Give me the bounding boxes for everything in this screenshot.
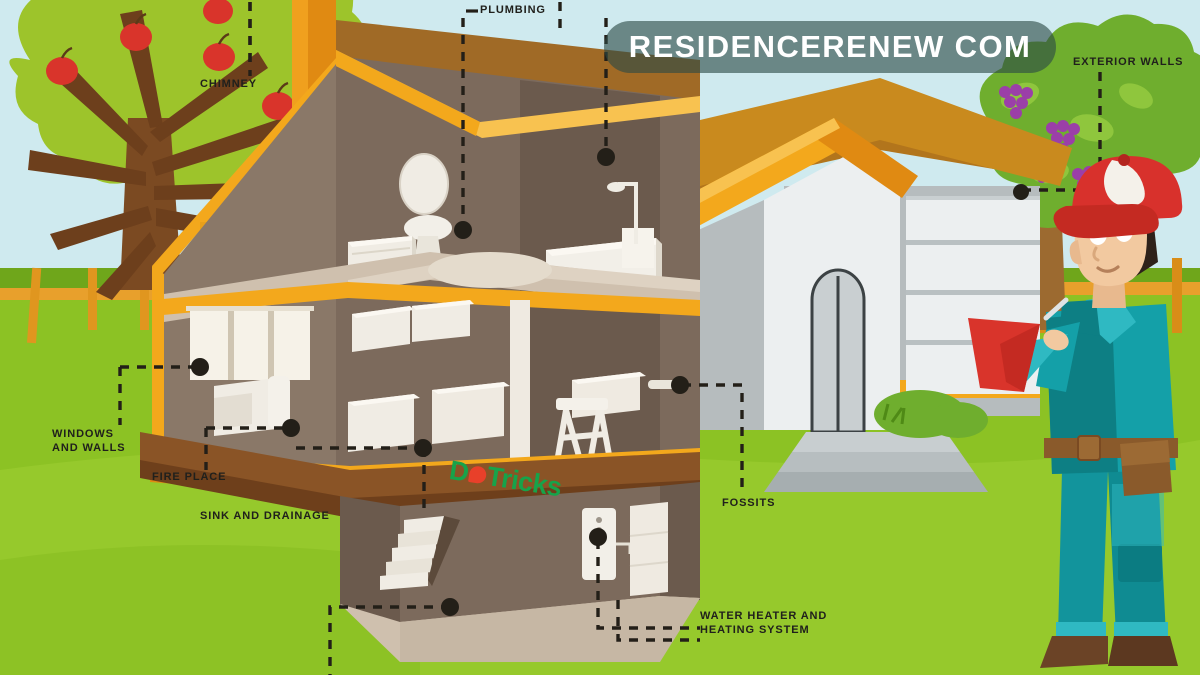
kitchen-counter [348, 382, 510, 452]
label-sink-and-drainage: SINK AND DRAINAGE [200, 510, 330, 522]
leader-floor [328, 605, 450, 675]
dot-plumbing [597, 148, 615, 166]
inspector-leg-left [1058, 470, 1108, 636]
fence-left [0, 267, 175, 344]
stool [553, 405, 613, 469]
room-basement [340, 482, 700, 662]
dot-fossits [671, 376, 689, 394]
label-exterior-walls: EXTERIOR WALLS [1073, 56, 1184, 68]
living-room-window [186, 306, 314, 380]
dot-heater [589, 528, 607, 546]
dot-sink [414, 439, 432, 457]
sofa [214, 376, 290, 436]
mouth [1096, 265, 1120, 273]
watermark-badge: RESIDENCERENEW COM [604, 21, 1056, 73]
label-water-heater: WATER HEATER AND HEATING SYSTEM [700, 610, 828, 636]
logo-bubble-icon [467, 465, 488, 485]
nose [1092, 246, 1100, 262]
shower-fixture [618, 182, 638, 244]
pen [1043, 297, 1069, 321]
leader-floor-2 [616, 600, 700, 642]
faucet-tap [648, 380, 678, 389]
leader-fossits [682, 383, 744, 492]
upper-cabinets [352, 300, 474, 352]
dot-toilet [454, 221, 472, 239]
column [510, 300, 530, 476]
boot-right [1108, 636, 1178, 666]
room-kitchen [186, 300, 678, 476]
ear [1069, 240, 1082, 265]
cuff-left [1056, 622, 1106, 638]
basement-wall-right [660, 482, 700, 604]
inspector-body [968, 296, 1178, 668]
inspector-head [1053, 154, 1183, 308]
floor-beam-upper [152, 282, 700, 316]
label-chimney: CHIMNEY [200, 78, 258, 90]
leader-exterior [1024, 72, 1102, 192]
gable-roof-right [818, 118, 918, 198]
dot-window [191, 358, 209, 376]
cap-panel [1104, 160, 1145, 207]
gable-roof-left [660, 118, 858, 236]
roof-peak-left [336, 50, 480, 136]
belt-buckle [1077, 435, 1101, 461]
tool-pouch-flap [1120, 440, 1170, 466]
bushes [874, 390, 988, 438]
leader-heater [596, 540, 700, 630]
label-windows-and-walls: WINDOWS AND WALLS [52, 428, 126, 454]
callout-dots [191, 148, 1029, 616]
logo-prefix: D [447, 455, 471, 488]
basement-shelving [629, 502, 669, 596]
cap-button [1118, 154, 1131, 166]
dot-fireplace [282, 419, 300, 437]
grass-shadow-left [0, 545, 420, 675]
cap-brim [1053, 204, 1159, 239]
room-bathroom [164, 153, 700, 322]
watermark-text: RESIDENCERENEW COM [628, 29, 1032, 64]
gable-roof-edge [660, 118, 840, 220]
dot-floor [441, 598, 459, 616]
roof-peak-frame [336, 50, 700, 138]
rug [428, 252, 552, 288]
label-fire-place: FIRE PLACE [152, 471, 227, 483]
basement-floor-2 [400, 596, 700, 662]
dot-exterior [1013, 184, 1029, 200]
knee-patch [1118, 544, 1162, 582]
stool-seat [556, 398, 608, 410]
front-door[interactable] [810, 268, 866, 434]
shower-head [607, 182, 625, 192]
clipboard [968, 318, 1040, 392]
mirror [399, 153, 449, 215]
boot-left [1040, 636, 1108, 668]
grass-tufts [882, 403, 906, 425]
label-plumbing: PLUMBING [480, 4, 546, 16]
cuff-right [1114, 622, 1168, 638]
basement-stairs [380, 516, 460, 590]
hand-right [1043, 329, 1069, 351]
label-fossits: FOSSITS [722, 497, 776, 509]
roof-rear-dark-2 [336, 20, 700, 104]
basement-wall-left [340, 496, 400, 630]
